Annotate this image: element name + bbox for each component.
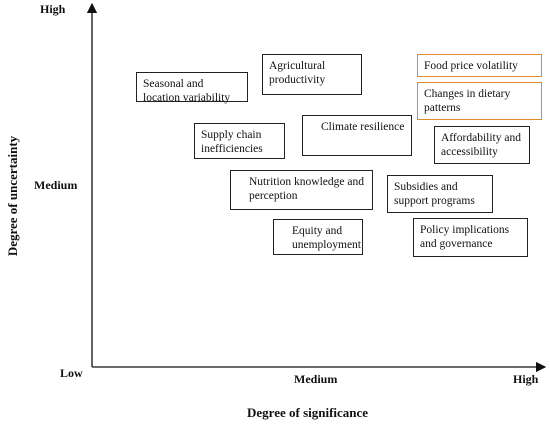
factor-box-dietary-patterns: Changes in dietary patterns (417, 82, 542, 120)
factor-box-subsidies: Subsidies and support programs (387, 175, 493, 213)
factor-box-nutrition-knowledge: Nutrition knowledge and perception (230, 170, 373, 210)
factor-box-food-price-volatility: Food price volatility (417, 54, 542, 77)
x-high-label: High (513, 372, 539, 386)
x-axis-title: Degree of significance (247, 405, 369, 420)
factor-box-agricultural-productivity: Agricultural productivity (262, 54, 362, 95)
origin-low-label: Low (60, 366, 83, 380)
factor-box-climate-resilience: Climate resilience (302, 115, 412, 156)
y-axis-title: Degree of uncertainty (5, 135, 20, 257)
y-medium-label: Medium (34, 178, 78, 192)
factor-box-affordability: Affordability and accessibility (434, 126, 530, 164)
factor-box-equity-unemployment: Equity and unemployment (273, 219, 363, 255)
factor-box-supply-chain: Supply chain inefficiencies (194, 123, 285, 159)
x-medium-label: Medium (294, 372, 338, 386)
factor-box-policy-governance: Policy implications and governance (413, 218, 528, 257)
y-high-label: High (40, 2, 66, 16)
factor-box-seasonal-location: Seasonal and location variability (136, 72, 248, 104)
